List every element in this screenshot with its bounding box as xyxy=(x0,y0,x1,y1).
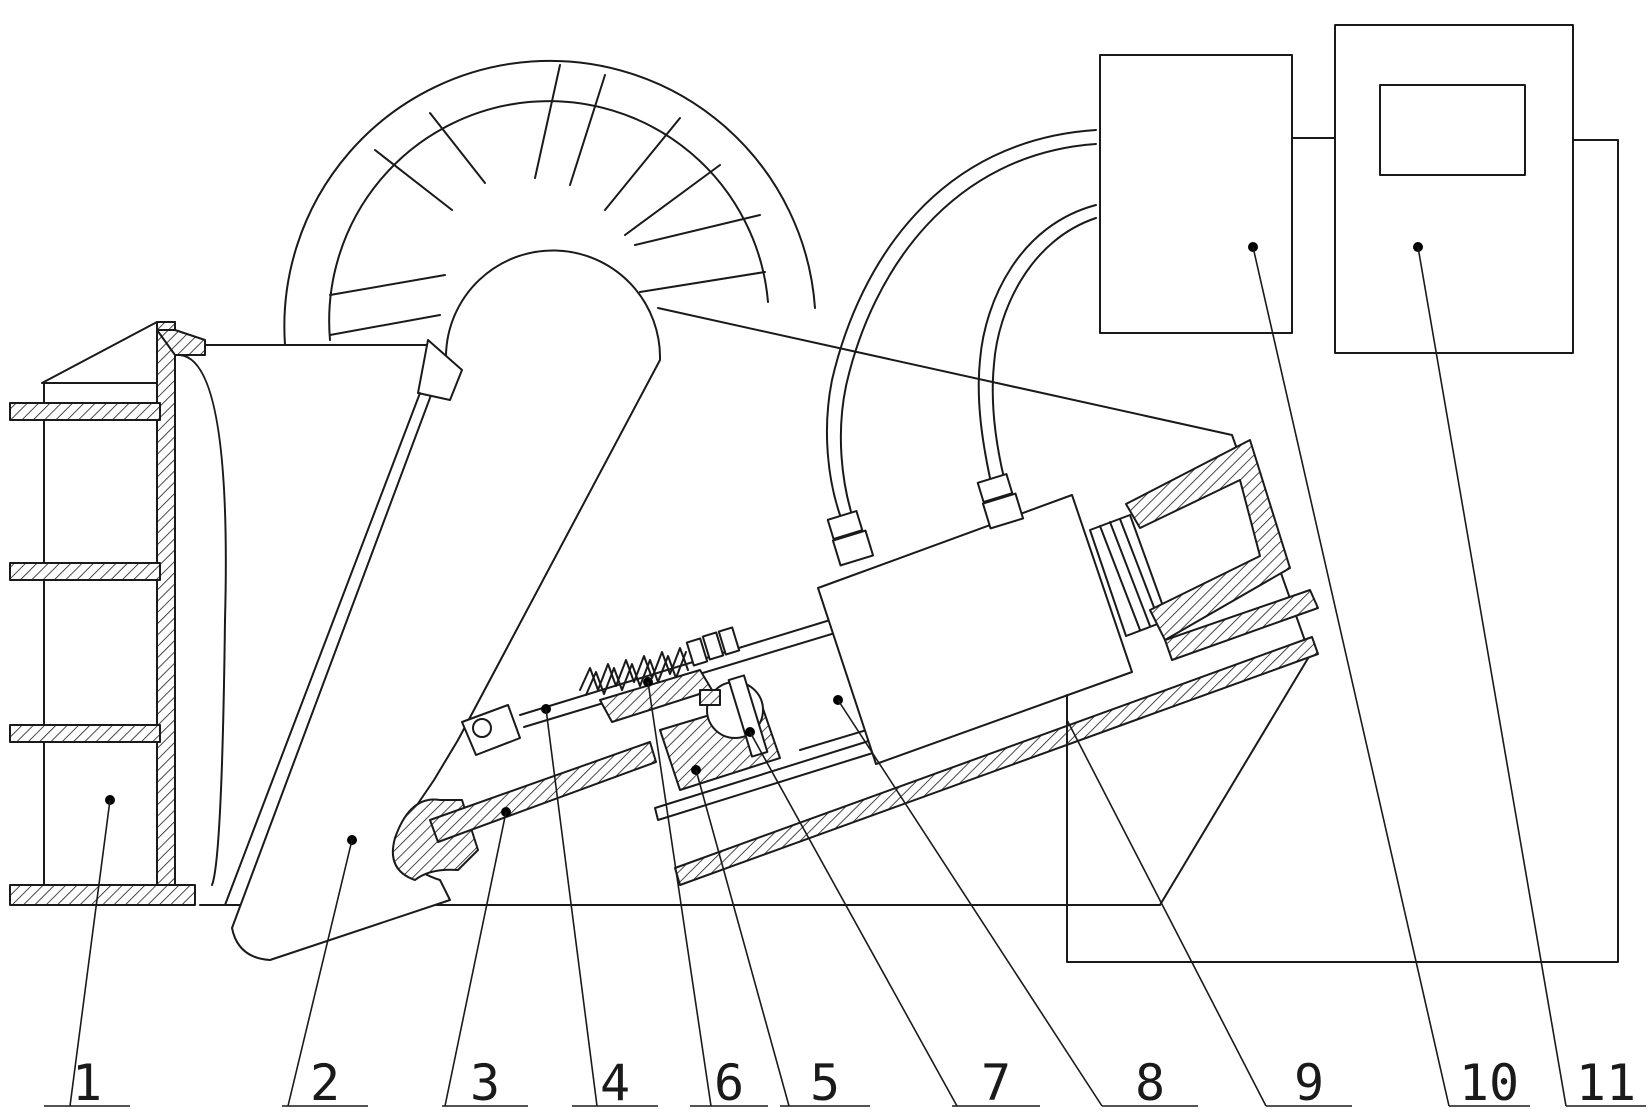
controller-unit xyxy=(1334,24,1574,354)
controller-display xyxy=(1379,84,1526,176)
label-part-8: 8 xyxy=(1135,1054,1165,1112)
fixed-frame-front xyxy=(9,321,227,906)
movable-jaw xyxy=(224,249,662,961)
label-part-1: 1 xyxy=(72,1054,102,1112)
label-part-3: 3 xyxy=(470,1054,500,1112)
flywheel-spokes xyxy=(329,64,766,336)
part-labels: 1 2 3 4 6 5 7 8 9 10 11 xyxy=(72,1054,1636,1112)
label-part-11: 11 xyxy=(1576,1054,1636,1112)
label-part-7: 7 xyxy=(981,1054,1011,1112)
leader-lines xyxy=(69,246,1567,1107)
label-part-5: 5 xyxy=(810,1054,840,1112)
wiring xyxy=(1066,137,1619,963)
flywheel xyxy=(283,59,816,346)
hydraulic-cylinder xyxy=(817,439,1319,765)
hydraulic-station-box xyxy=(1099,54,1293,334)
label-part-2: 2 xyxy=(310,1054,340,1112)
label-part-4: 4 xyxy=(600,1054,630,1112)
spring-assembly xyxy=(579,626,781,791)
hydraulic-hoses xyxy=(825,129,1097,567)
control-unit xyxy=(1099,54,1293,334)
label-part-9: 9 xyxy=(1294,1054,1324,1112)
controller-box xyxy=(1334,24,1574,354)
label-part-10: 10 xyxy=(1459,1054,1519,1112)
label-part-6: 6 xyxy=(714,1054,744,1112)
